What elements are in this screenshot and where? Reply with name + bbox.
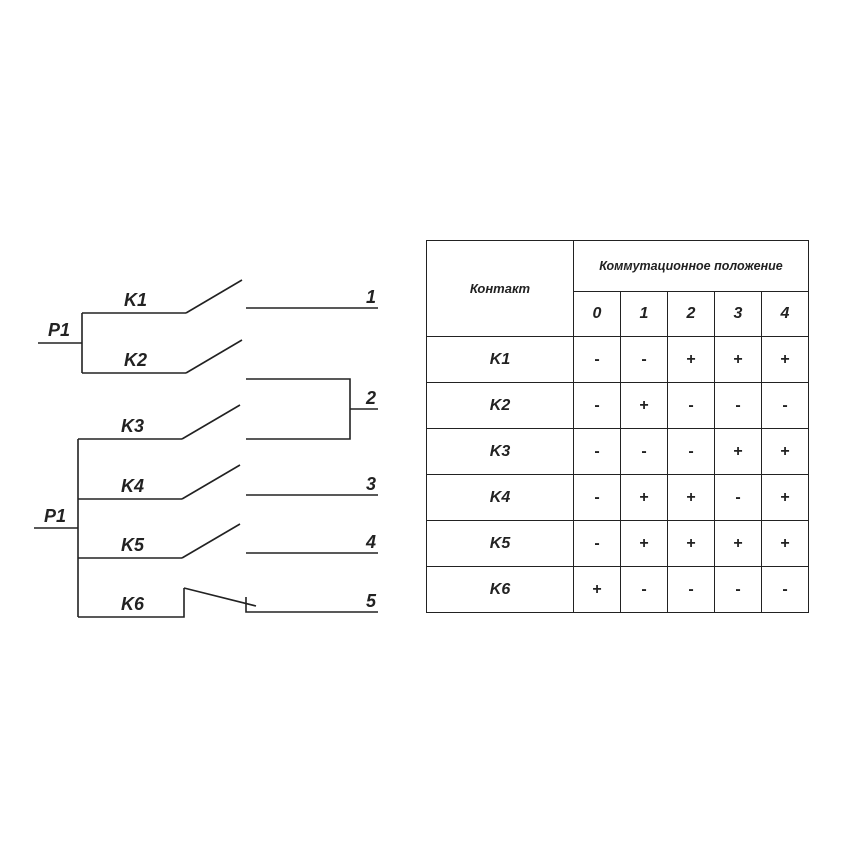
- table-cell: +: [761, 474, 809, 521]
- position-header: 3: [714, 291, 762, 337]
- table-row: K3 - - - + +: [426, 428, 809, 475]
- table-cell: -: [761, 382, 809, 429]
- input-label-bottom: P1: [44, 506, 66, 526]
- table-cell: -: [667, 566, 715, 613]
- table-cell: +: [573, 566, 621, 613]
- position-header: 1: [620, 291, 668, 337]
- switching-table: Контакт Коммутационное положение 0 1 2 3…: [426, 240, 809, 613]
- group-bottom: [34, 404, 378, 618]
- contact-column-header: Контакт: [426, 240, 574, 337]
- output-2-bracket: [246, 378, 378, 440]
- output-label-1: 1: [366, 287, 376, 307]
- table-cell: +: [761, 428, 809, 475]
- table-cell: +: [620, 474, 668, 521]
- row-label: K4: [426, 474, 574, 521]
- table-cell: +: [761, 520, 809, 567]
- table-cell: -: [667, 382, 715, 429]
- contact-label-k6: K6: [121, 594, 145, 614]
- row-label: K1: [426, 336, 574, 383]
- table-cell: -: [573, 336, 621, 383]
- table-cell: -: [761, 566, 809, 613]
- table-cell: -: [620, 336, 668, 383]
- table-cell: +: [714, 428, 762, 475]
- table-cell: +: [714, 336, 762, 383]
- table-cell: -: [714, 382, 762, 429]
- table-cell: -: [620, 428, 668, 475]
- table-cell: -: [573, 520, 621, 567]
- table-cell: +: [620, 382, 668, 429]
- group-top: [38, 279, 378, 374]
- table-cell: -: [667, 428, 715, 475]
- table-cell: +: [620, 520, 668, 567]
- contact-label-k2: K2: [124, 350, 147, 370]
- table-cell: -: [714, 566, 762, 613]
- table-cell: +: [761, 336, 809, 383]
- table-cell: +: [667, 520, 715, 567]
- position-header: 0: [573, 291, 621, 337]
- table-row: K1 - - + + +: [426, 336, 809, 383]
- input-label-top: P1: [48, 320, 70, 340]
- table-cell: -: [620, 566, 668, 613]
- switching-position-header: Коммутационное положение: [573, 240, 809, 292]
- table-cell: -: [573, 474, 621, 521]
- contact-label-k4: K4: [121, 476, 144, 496]
- table-cell: -: [573, 382, 621, 429]
- output-label-4: 4: [365, 532, 376, 552]
- row-label: K2: [426, 382, 574, 429]
- table-cell: +: [667, 336, 715, 383]
- output-label-2: 2: [365, 388, 376, 408]
- table-cell: +: [667, 474, 715, 521]
- position-header: 2: [667, 291, 715, 337]
- row-label: K3: [426, 428, 574, 475]
- table-cell: -: [573, 428, 621, 475]
- table-cell: +: [714, 520, 762, 567]
- table-row: K6 + - - - -: [426, 566, 809, 613]
- output-label-3: 3: [366, 474, 376, 494]
- contact-label-k5: K5: [121, 535, 145, 555]
- table-cell: -: [714, 474, 762, 521]
- table-row: K4 - + + - +: [426, 474, 809, 521]
- table-row: K5 - + + + +: [426, 520, 809, 567]
- contact-label-k3: K3: [121, 416, 144, 436]
- table-row: K2 - + - - -: [426, 382, 809, 429]
- position-header: 4: [761, 291, 809, 337]
- table-body: K1 - - + + + K2 - + - - - K3 - - - + + K…: [426, 336, 809, 613]
- contact-label-k1: K1: [124, 290, 147, 310]
- row-label: K6: [426, 566, 574, 613]
- row-label: K5: [426, 520, 574, 567]
- output-label-5: 5: [366, 591, 377, 611]
